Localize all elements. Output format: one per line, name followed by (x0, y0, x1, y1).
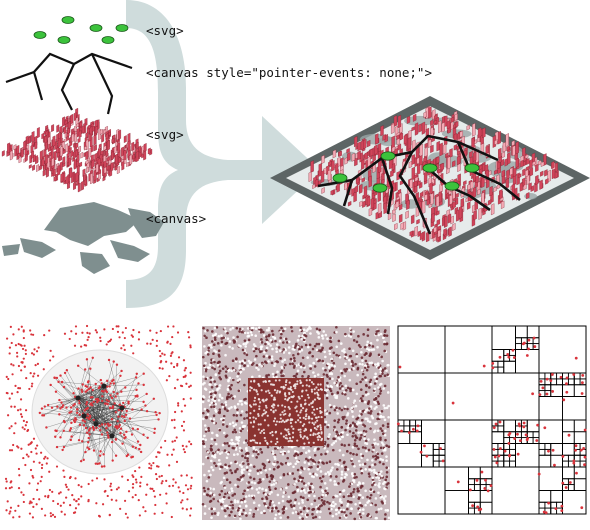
point-marker (58, 37, 70, 44)
layer-label-canvas-lines: <canvas style="pointer-events: none;"> (146, 66, 432, 80)
layer-svg-points (34, 17, 128, 44)
panel-dense-graph (202, 326, 391, 520)
layer-label-svg-glyphs: <svg> (146, 128, 184, 142)
composite-point-marker (423, 164, 437, 172)
point-marker (116, 25, 128, 32)
polyline (92, 54, 112, 114)
polyline (62, 64, 74, 110)
merge-arrow-icon (126, 0, 320, 308)
composite-point-marker (445, 182, 459, 190)
polyline (34, 72, 42, 100)
layer-label-canvas-map: <canvas> (146, 212, 206, 226)
point-marker (102, 37, 114, 44)
layer-canvas-lines (6, 54, 132, 114)
composite-point-marker (381, 152, 395, 160)
composite-view (270, 96, 590, 260)
panel-network (4, 324, 194, 520)
composite-point-marker (333, 174, 347, 182)
panel-quadtree (397, 326, 587, 514)
layer-svg-glyphs (2, 108, 152, 192)
layer-label-svg-points: <svg> (146, 24, 184, 38)
composite-point-marker (465, 164, 479, 172)
point-marker (34, 32, 46, 39)
composite-point-marker (373, 184, 387, 192)
point-marker (62, 17, 74, 24)
polyline (6, 54, 132, 82)
layer-canvas-map (2, 202, 164, 274)
point-marker (90, 25, 102, 32)
